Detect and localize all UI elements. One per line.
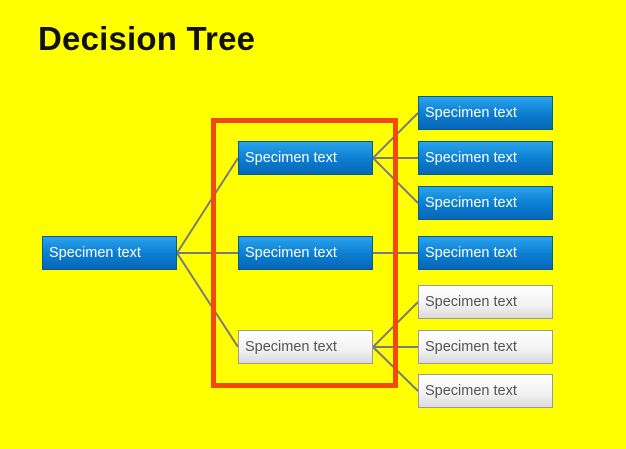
level2-node-3[interactable]: Specimen text: [418, 236, 553, 270]
highlight-frame: [211, 118, 398, 388]
connector-root-to-l1-0: [176, 157, 239, 254]
root-node[interactable]: Specimen text: [42, 236, 177, 270]
level2-node-6[interactable]: Specimen text: [418, 374, 553, 408]
connector-root-to-l1-2: [176, 252, 239, 348]
level1-node-2[interactable]: Specimen text: [238, 330, 373, 364]
level2-node-0[interactable]: Specimen text: [418, 96, 553, 130]
level2-node-5[interactable]: Specimen text: [418, 330, 553, 364]
level2-node-1[interactable]: Specimen text: [418, 141, 553, 175]
level1-node-1[interactable]: Specimen text: [238, 236, 373, 270]
level1-node-0[interactable]: Specimen text: [238, 141, 373, 175]
level2-node-2[interactable]: Specimen text: [418, 186, 553, 220]
level2-node-4[interactable]: Specimen text: [418, 285, 553, 319]
page-title: Decision Tree: [38, 20, 256, 57]
